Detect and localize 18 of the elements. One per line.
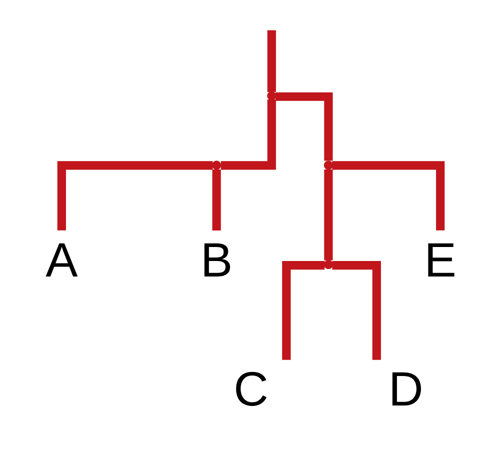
node-point [267, 90, 276, 100]
node-point [324, 259, 334, 269]
connector [332, 160, 445, 230]
node-text: A [46, 232, 78, 287]
connector [57, 160, 213, 230]
node-text: E [424, 232, 456, 287]
node-point [212, 160, 222, 170]
node-text: C [234, 362, 268, 416]
connector [275, 92, 333, 160]
connector [267, 30, 276, 92]
connector [220, 99, 276, 170]
connector [332, 260, 381, 360]
connector [324, 168, 333, 260]
node-text: B [200, 232, 233, 287]
connector [282, 260, 325, 360]
node-text: D [388, 362, 424, 416]
connector [212, 168, 221, 230]
node-point [324, 160, 334, 170]
